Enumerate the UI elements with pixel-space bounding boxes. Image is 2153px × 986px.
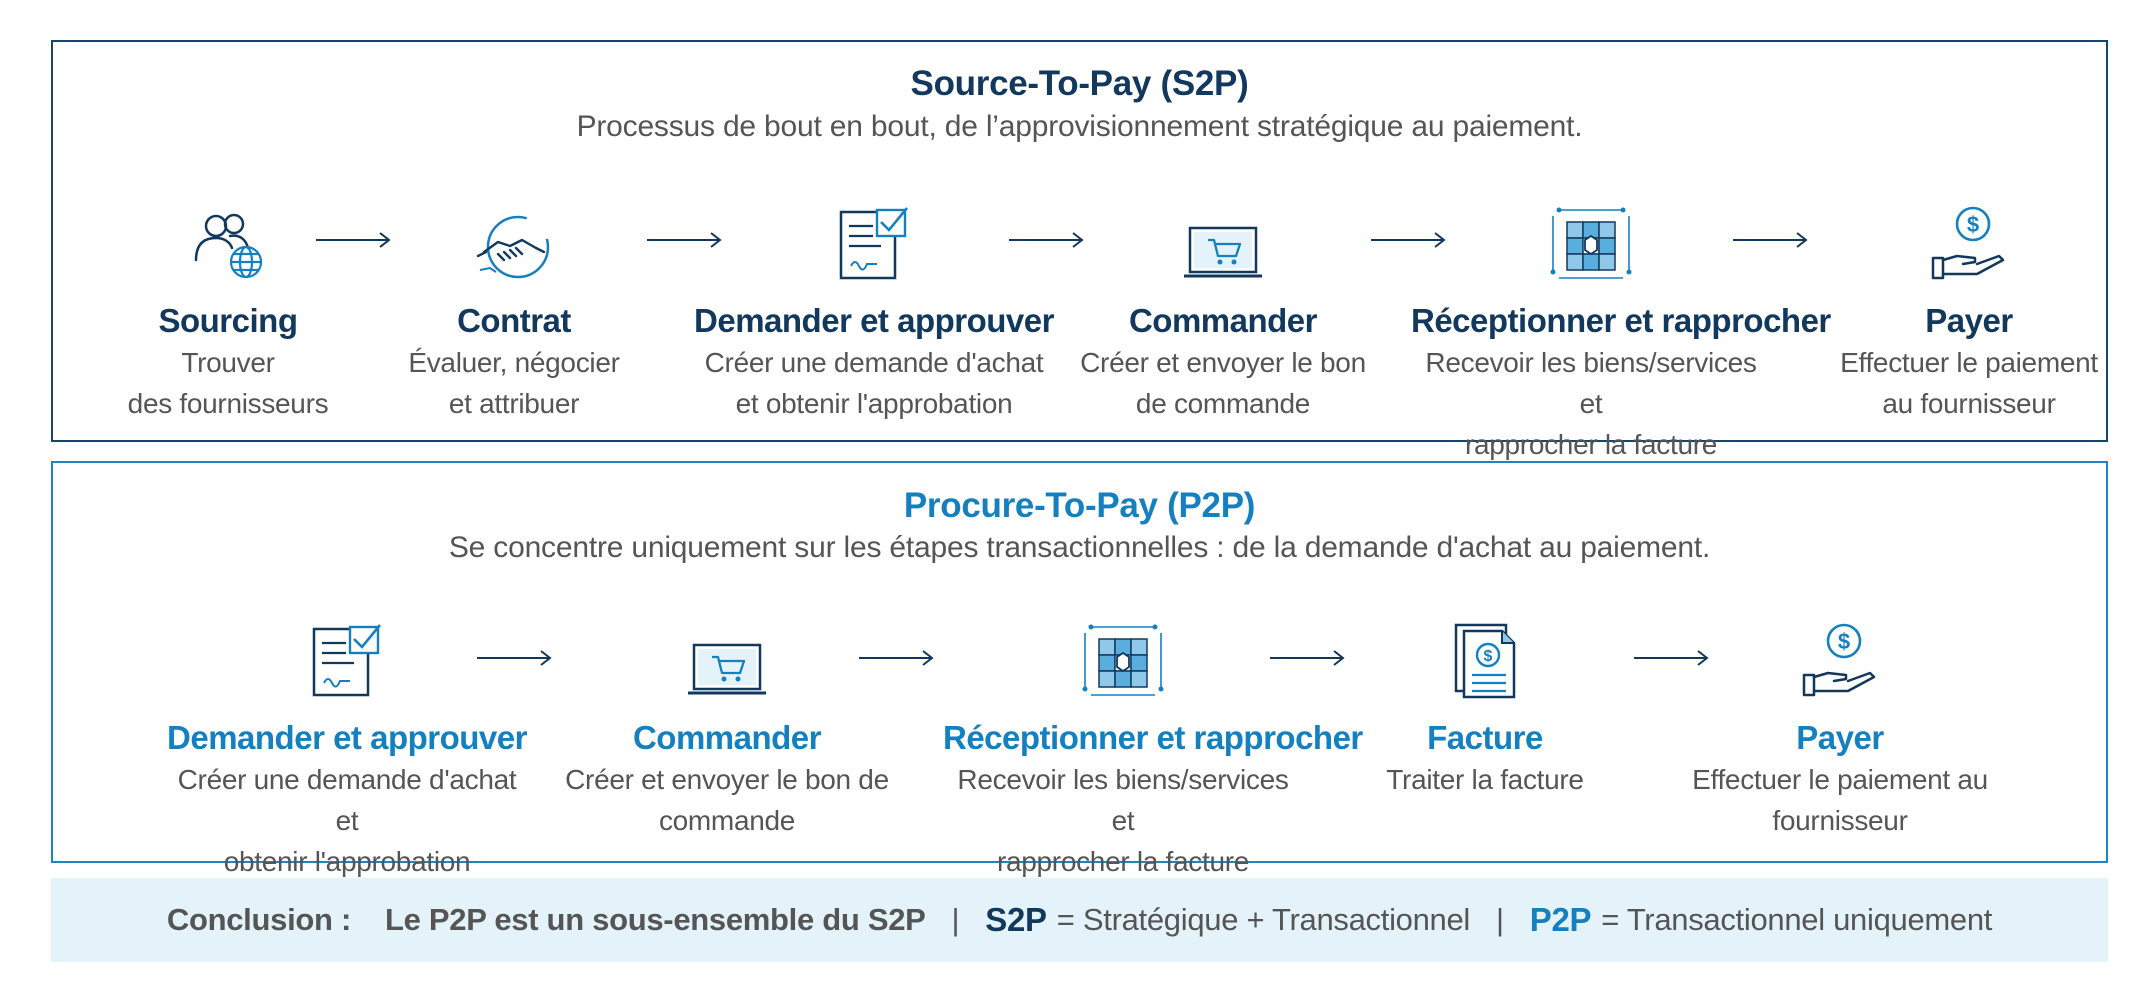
step-description: Créer une demande d'achat et obtenir l'a… bbox=[704, 347, 1044, 419]
svg-text:$: $ bbox=[1838, 629, 1850, 654]
p2p-step-facture: $ Facture Traiter la facture bbox=[1305, 609, 1665, 800]
hand-dollar-icon: $ bbox=[1802, 623, 1876, 697]
conclusion-statement: Le P2P est un sous-ensemble du S2P bbox=[385, 902, 926, 937]
arrow-icon bbox=[1009, 232, 1084, 248]
arrow-icon bbox=[1371, 232, 1446, 248]
s2p-step-sourcing: Sourcing Trouver des fournisseurs bbox=[48, 192, 408, 424]
p2p-step-receptionner: Réceptionner et rapprocher Recevoir les … bbox=[943, 609, 1363, 882]
step-name: Contrat bbox=[457, 302, 571, 339]
p2p-title: Procure-To-Pay (P2P) bbox=[903, 486, 1256, 525]
arrow-icon bbox=[647, 232, 722, 248]
step-name: Commander bbox=[632, 719, 822, 756]
step-name: Demander et approuver bbox=[694, 302, 1054, 339]
step-description: Traiter la facture bbox=[1386, 764, 1584, 795]
step-name: Réceptionner et rapprocher bbox=[943, 719, 1363, 756]
arrow-icon bbox=[477, 650, 552, 666]
step-description: Effectuer le paiement au fournisseur bbox=[1840, 347, 2098, 419]
conclusion-label: Conclusion : bbox=[166, 902, 351, 937]
step-name: Commander bbox=[1128, 302, 1318, 339]
p2p-step-demander: Demander et approuver Créer une demande … bbox=[167, 609, 527, 882]
s2p-definition: = Stratégique + Transactionnel bbox=[1056, 902, 1471, 937]
p2p-step-commander: Commander Créer et envoyer le bon de com… bbox=[547, 609, 907, 841]
s2p-step-contrat: Contrat Évaluer, négocier et attribuer bbox=[334, 192, 694, 424]
svg-text:$: $ bbox=[1967, 212, 1979, 237]
s2p-subtitle: Processus de bout en bout, de l’approvis… bbox=[576, 110, 1583, 143]
document-check-icon bbox=[312, 624, 382, 697]
s2p-abbreviation: S2P bbox=[985, 901, 1047, 938]
p2p-subtitle: Se concentre uniquement sur les étapes t… bbox=[448, 531, 1711, 564]
step-description: Créer une demande d'achat et obtenir l'a… bbox=[177, 764, 517, 877]
s2p-title: Source-To-Pay (S2P) bbox=[910, 64, 1249, 103]
p2p-panel: Procure-To-Pay (P2P) Se concentre unique… bbox=[51, 461, 2108, 877]
document-check-icon bbox=[839, 207, 909, 280]
step-name: Sourcing bbox=[158, 302, 298, 339]
conclusion-bar: Conclusion : Le P2P est un sous-ensemble… bbox=[51, 878, 2108, 962]
arrow-icon bbox=[316, 232, 391, 248]
boxes-network-icon bbox=[1082, 624, 1164, 696]
step-description: Recevoir les biens/services et rapproche… bbox=[957, 764, 1289, 877]
step-description: Créer et envoyer le bon de commande bbox=[1080, 347, 1366, 419]
sourcing-people-globe-icon bbox=[194, 213, 263, 279]
p2p-definition: = Transactionnel uniquement bbox=[1601, 902, 1993, 937]
step-name: Payer bbox=[1796, 719, 1884, 756]
laptop-cart-icon bbox=[1184, 226, 1262, 278]
s2p-step-commander: Commander Créer et envoyer le bon de com… bbox=[1043, 192, 1403, 424]
s2p-step-receptionner: Réceptionner et rapprocher Recevoir les … bbox=[1411, 192, 1831, 465]
step-description: Effectuer le paiement au fournisseur bbox=[1692, 764, 1988, 836]
step-name: Demander et approuver bbox=[167, 719, 527, 756]
step-description: Évaluer, négocier et attribuer bbox=[408, 347, 620, 419]
invoice-dollar-icon: $ bbox=[1454, 623, 1516, 699]
separator: | bbox=[951, 902, 960, 937]
p2p-abbreviation: P2P bbox=[1529, 901, 1592, 938]
arrow-icon bbox=[859, 650, 934, 666]
s2p-step-payer: $ Payer Effectuer le paiement au fournis… bbox=[1789, 192, 2149, 424]
p2p-step-payer: $ Payer Effectuer le paiement au fournis… bbox=[1660, 609, 2020, 841]
arrow-icon bbox=[1733, 232, 1808, 248]
step-description: Créer et envoyer le bon de commande bbox=[565, 764, 889, 836]
arrow-icon bbox=[1634, 650, 1709, 666]
s2p-panel: Source-To-Pay (S2P) Processus de bout en… bbox=[48, 40, 2108, 460]
s2p-step-demander: Demander et approuver Créer une demande … bbox=[694, 192, 1054, 424]
arrow-icon bbox=[1270, 650, 1345, 666]
step-description: Recevoir les biens/services et rapproche… bbox=[1425, 347, 1757, 460]
boxes-network-icon bbox=[1550, 207, 1632, 279]
laptop-cart-icon bbox=[688, 643, 766, 695]
step-name: Payer bbox=[1925, 302, 2013, 339]
hand-dollar-icon: $ bbox=[1931, 206, 2005, 280]
step-name: Réceptionner et rapprocher bbox=[1411, 302, 1831, 339]
step-name: Facture bbox=[1427, 719, 1543, 756]
handshake-icon bbox=[476, 215, 550, 279]
svg-text:$: $ bbox=[1484, 648, 1493, 665]
separator: | bbox=[1496, 902, 1504, 937]
step-description: Trouver des fournisseurs bbox=[127, 347, 329, 419]
